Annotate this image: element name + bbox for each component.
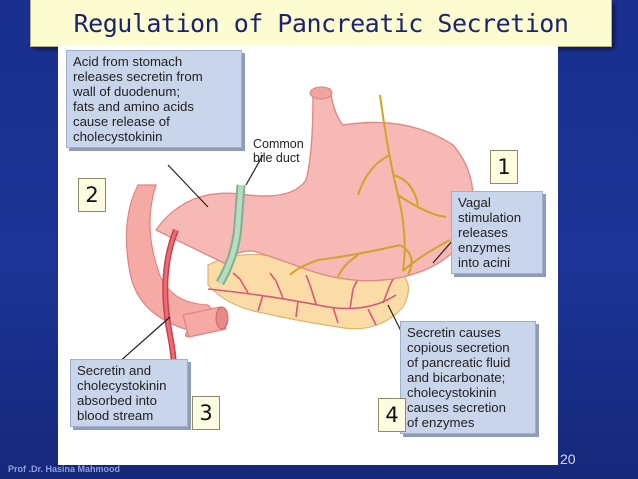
callout-4: 4 — [378, 398, 406, 432]
label-absorbed-blood: Secretin and cholecystokinin absorbed in… — [70, 359, 188, 427]
callout-3: 3 — [192, 396, 220, 430]
label-common-bile-duct: Common bile duct — [253, 137, 304, 165]
slide-title: Regulation of Pancreatic Secretion — [73, 8, 569, 38]
callout-2: 2 — [78, 178, 106, 212]
vagal-nerve — [289, 94, 451, 278]
anatomy-illustration — [117, 86, 474, 419]
pancreatic-duct — [207, 272, 397, 326]
label-acid-stomach: Acid from stomach releases secretin from… — [66, 50, 242, 148]
label-vagal-stimulation: Vagal stimulation releases enzymes into … — [451, 191, 543, 274]
diagram-figure: Acid from stomach releases secretin from… — [58, 45, 558, 465]
duodenum-tube — [182, 306, 227, 338]
callout-1: 1 — [490, 150, 518, 184]
label-secretin-causes: Secretin causes copious secretion of pan… — [400, 321, 536, 434]
title-banner: Regulation of Pancreatic Secretion — [30, 0, 612, 47]
author-credit: Prof .Dr. Hasina Mahmood — [8, 464, 121, 474]
page-number: 20 — [560, 451, 576, 467]
